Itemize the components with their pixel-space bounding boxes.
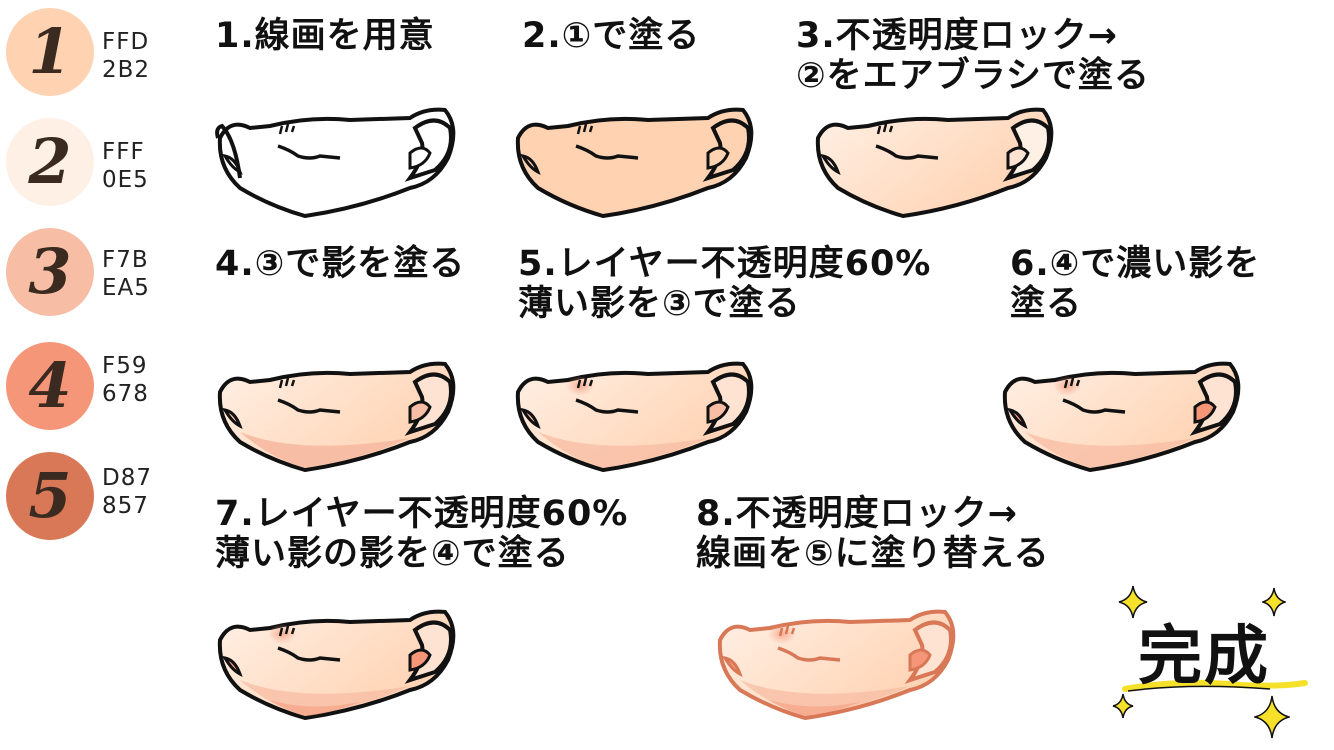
step-7-label: 7.レイヤー不透明度60% 薄い影の影を④で塗る xyxy=(215,494,629,574)
completion-label: 完成 xyxy=(1138,620,1270,694)
sparkle-icon xyxy=(1118,585,1148,619)
step-2-label: 2.①で塗る xyxy=(522,16,701,56)
face-step-2 xyxy=(515,107,754,219)
swatch-number: 5 xyxy=(28,459,72,532)
face-step-4 xyxy=(217,361,456,473)
hex-code: FFD 2B2 xyxy=(102,29,151,83)
swatch-number: 1 xyxy=(28,15,72,88)
swatch-number: 3 xyxy=(28,235,72,308)
face-step-3 xyxy=(815,107,1054,219)
swatch-number: 2 xyxy=(28,125,72,198)
swatch-2: 2 xyxy=(6,118,94,206)
step-6-label: 6.④で濃い影を 塗る xyxy=(1010,244,1261,324)
completion-badge: 完成 xyxy=(1110,585,1310,745)
hex-code: FFF 0E5 xyxy=(102,139,149,193)
step-4-label: 4.③で影を塗る xyxy=(215,244,466,284)
face-step-6 xyxy=(1002,361,1241,473)
step-5-label: 5.レイヤー不透明度60% 薄い影を③で塗る xyxy=(518,244,932,324)
swatch-number: 4 xyxy=(28,349,72,422)
underline-highlight xyxy=(1122,679,1308,692)
face-step-8 xyxy=(717,609,956,721)
swatch-5: 5 xyxy=(6,452,94,540)
face-step-5 xyxy=(515,361,754,473)
swatch-4: 4 xyxy=(6,342,94,430)
face-step-1 xyxy=(215,107,456,219)
sparkle-icon xyxy=(1262,587,1286,617)
sparkle-icon xyxy=(1254,695,1290,739)
hex-code: F59 678 xyxy=(102,353,149,407)
step-3-label: 3.不透明度ロック→ ②をエアブラシで塗る xyxy=(796,16,1150,96)
face-step-7 xyxy=(217,609,456,721)
hex-code: D87 857 xyxy=(102,465,152,519)
swatch-3: 3 xyxy=(6,228,94,316)
step-8-label: 8.不透明度ロック→ 線画を⑤に塗り替える xyxy=(696,494,1050,574)
sparkle-icon xyxy=(1112,693,1134,719)
hex-code: F7B EA5 xyxy=(102,247,150,301)
step-1-label: 1.線画を用意 xyxy=(215,16,435,56)
swatch-1: 1 xyxy=(6,8,94,96)
